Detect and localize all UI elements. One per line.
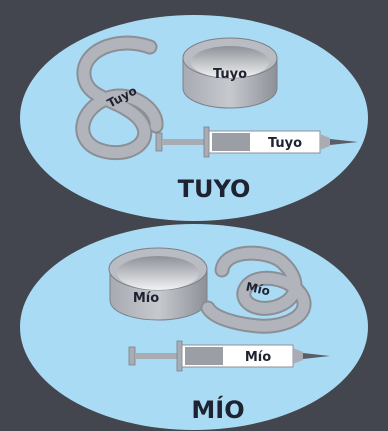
- syringe-label: Tuyo: [268, 136, 302, 151]
- dish-icon: [182, 37, 278, 109]
- panel-tuyo: Tuyo Tuyo Tuyo TUYO: [20, 15, 368, 221]
- dish-label: Mío: [133, 291, 159, 306]
- dish-icon: [108, 247, 208, 321]
- syringe-label: Mío: [245, 350, 271, 365]
- panel-title: TUYO: [178, 175, 251, 203]
- dish-label: Tuyo: [213, 67, 247, 82]
- panel-title: MÍO: [191, 395, 244, 424]
- panel-background: [20, 15, 368, 221]
- tube-icon: [200, 245, 312, 334]
- tube-icon: [75, 35, 164, 161]
- syringe-icon: [128, 340, 330, 372]
- syringe-icon: [155, 126, 358, 158]
- tube-label: Mío: [245, 280, 272, 299]
- panel-mio: Mío Mío Mío MÍO: [20, 224, 368, 430]
